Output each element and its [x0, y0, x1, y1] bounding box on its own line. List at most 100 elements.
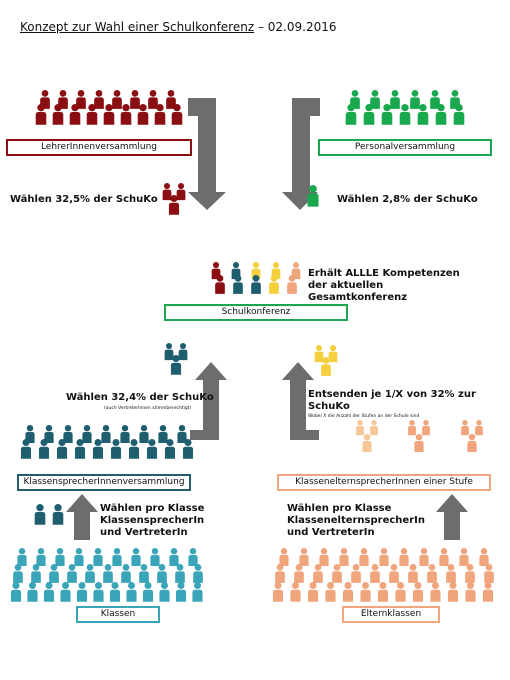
- person-icon: [139, 425, 149, 443]
- box-personalversammlung: Personalversammlung: [318, 139, 492, 156]
- person-icon: [269, 275, 279, 294]
- person-icon: [430, 582, 441, 602]
- person-icon: [419, 548, 429, 566]
- person-icon: [446, 564, 456, 583]
- person-icon: [339, 548, 349, 566]
- person-icon: [31, 564, 41, 583]
- person-icon: [399, 104, 411, 125]
- label-kompetenz: Erhält ALLLE Kompetenzen der aktuellen G…: [308, 268, 460, 303]
- person-icon: [20, 439, 32, 459]
- person-icon: [459, 548, 469, 566]
- parent-delegates-icon: [314, 345, 338, 376]
- person-icon: [279, 548, 289, 566]
- person-icon: [169, 548, 179, 566]
- label-lehrer-share: Wählen 32,5% der SchuKo: [10, 194, 158, 205]
- arrow-lehrer: [188, 98, 226, 210]
- parent-representatives-icon: [356, 420, 483, 452]
- person-icon: [34, 504, 46, 525]
- person-icon: [475, 420, 483, 436]
- person-icon: [251, 275, 261, 294]
- person-icon: [154, 104, 166, 125]
- person-icon: [299, 548, 309, 566]
- person-icon: [103, 564, 113, 583]
- box-klassenelternsprecherinnen: KlassenelternsprecherInnen einer Stufe: [277, 474, 491, 491]
- person-icon: [272, 582, 284, 602]
- teacher-delegates-icon: [162, 183, 186, 215]
- person-icon: [112, 548, 122, 566]
- label-eltern-action: Wählen pro Klasse KlassenelternsprecherI…: [287, 503, 425, 538]
- person-icon: [313, 564, 323, 583]
- arrow-schueler: [190, 362, 227, 440]
- label-eltern-note: Wobei X die Anzahl der Stufen an der Sch…: [308, 414, 420, 419]
- person-icon: [121, 564, 131, 583]
- person-icon: [319, 548, 329, 566]
- person-icon: [94, 90, 104, 109]
- person-icon: [164, 343, 174, 361]
- person-icon: [332, 564, 342, 583]
- label-personal-share: Wählen 2,8% der SchuKo: [337, 194, 478, 205]
- person-icon: [13, 564, 23, 583]
- person-icon: [92, 439, 104, 459]
- person-icon: [377, 582, 389, 602]
- person-icon: [82, 425, 92, 443]
- person-icon: [287, 275, 297, 294]
- person-icon: [74, 548, 84, 566]
- person-icon: [52, 104, 64, 125]
- person-icon: [126, 582, 137, 602]
- person-icon: [158, 425, 168, 443]
- person-icon: [112, 90, 122, 109]
- person-icon: [395, 582, 406, 602]
- arrow-klassen-up: [66, 494, 98, 540]
- council-members-icon: [211, 262, 301, 294]
- box-elternklassen: Elternklassen: [342, 606, 440, 623]
- person-icon: [85, 564, 95, 583]
- teacher-group-icon: [35, 90, 183, 125]
- person-icon: [342, 582, 354, 602]
- person-icon: [131, 548, 141, 566]
- person-icon: [142, 582, 154, 602]
- person-icon: [130, 90, 140, 109]
- title-date: – 02.09.2016: [254, 20, 337, 34]
- person-icon: [465, 582, 476, 602]
- person-icon: [328, 345, 338, 363]
- person-icon: [101, 425, 111, 443]
- person-icon: [176, 183, 186, 201]
- person-icon: [162, 183, 172, 201]
- person-icon: [351, 564, 361, 583]
- label-schueler-note: (auch VertreterInnen stimmberechtigt): [104, 406, 192, 411]
- person-icon: [233, 275, 243, 294]
- person-icon: [128, 439, 140, 459]
- person-icon: [363, 104, 375, 125]
- label-schueler-share: Wählen 32,4% der SchuKo: [66, 392, 214, 403]
- person-icon: [86, 104, 98, 125]
- person-icon: [370, 420, 378, 436]
- person-icon: [150, 548, 160, 566]
- person-icon: [17, 548, 27, 566]
- person-icon: [93, 582, 104, 602]
- person-icon: [171, 104, 183, 125]
- person-icon: [43, 582, 55, 602]
- person-icon: [359, 548, 369, 566]
- person-icon: [422, 420, 430, 436]
- person-icon: [215, 275, 225, 294]
- class-representatives-icon: [20, 425, 194, 459]
- person-icon: [56, 439, 68, 459]
- person-icon: [164, 439, 176, 459]
- person-icon: [427, 564, 437, 583]
- person-icon: [177, 425, 187, 443]
- person-icon: [345, 104, 357, 125]
- person-icon: [314, 345, 324, 363]
- person-icon: [417, 104, 429, 125]
- person-icon: [192, 582, 203, 602]
- class-speaker-pair-icon: [34, 504, 64, 525]
- person-icon: [379, 548, 389, 566]
- person-icon: [453, 104, 465, 125]
- person-icon: [465, 564, 475, 583]
- person-icon: [182, 439, 194, 459]
- title-text: Konzept zur Wahl einer Schulkonferenz: [20, 20, 255, 34]
- person-icon: [307, 185, 319, 207]
- person-icon: [120, 104, 132, 125]
- label-eltern-share: Entsenden je 1/X von 32% zur SchuKo: [308, 389, 476, 412]
- person-icon: [290, 582, 301, 602]
- person-icon: [307, 582, 319, 602]
